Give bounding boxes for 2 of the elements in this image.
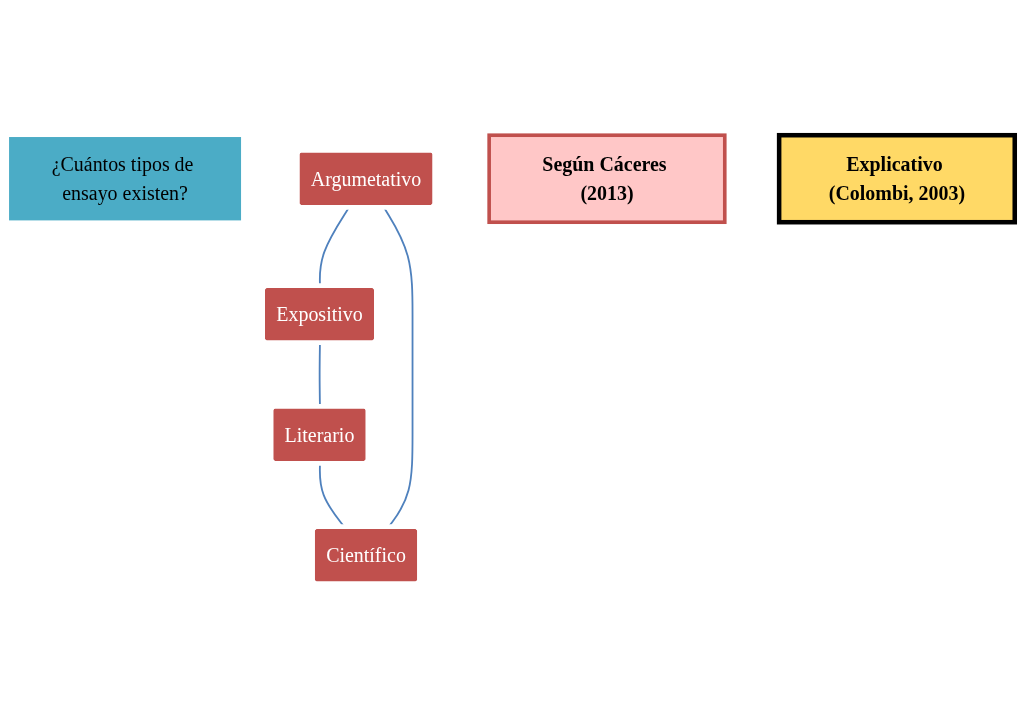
node-box: Explicativo (Colombi, 2003) (776, 132, 1017, 225)
node-box: Según Cáceres (2013) (487, 133, 727, 224)
